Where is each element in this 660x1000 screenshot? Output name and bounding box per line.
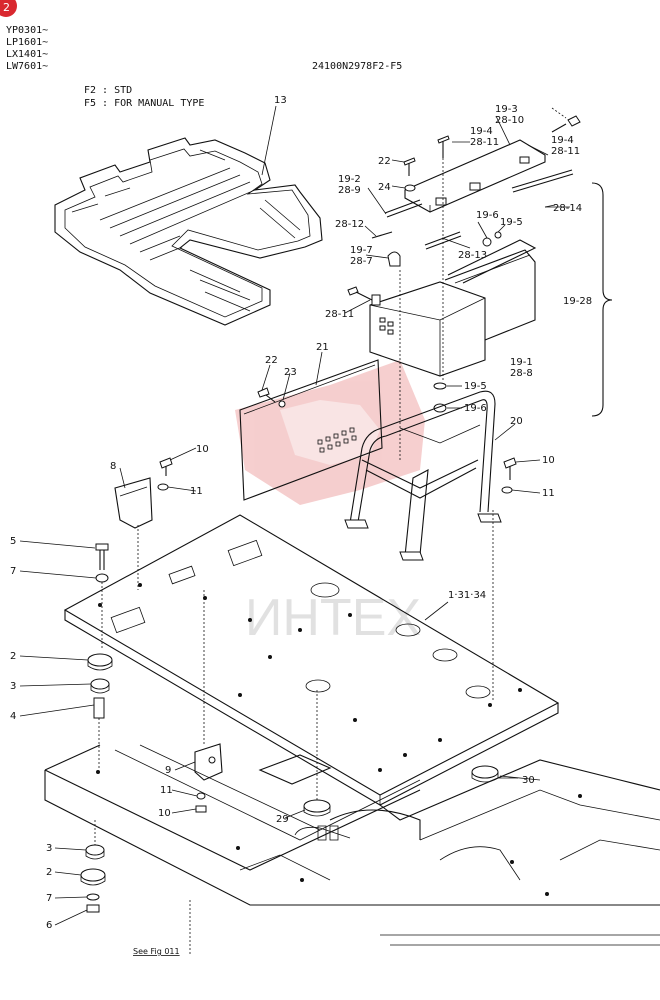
leader-lines	[19, 159, 570, 926]
callout-8: 8	[110, 461, 116, 472]
callout-28-9: 28-9	[338, 185, 361, 196]
model-code-4: LW7601~	[6, 61, 48, 72]
callout-19-5b: 19-5	[464, 381, 487, 392]
callout-19-3: 19-3	[495, 104, 518, 115]
bracket-label-19-28: 19-28	[563, 296, 592, 307]
callout-28-7: 28-7	[350, 256, 373, 267]
right-bolt-set	[492, 457, 517, 700]
machine-frame	[44, 744, 660, 955]
callout-28-11a: 28-11	[470, 137, 499, 148]
nut-19-6	[482, 237, 492, 247]
callout-6: 6	[46, 920, 52, 931]
see-fig-reference[interactable]: See Fig 011	[133, 947, 180, 956]
callout-28-11c: 28-11	[325, 309, 354, 320]
bracket-9	[194, 590, 223, 813]
callout-labels: 13 19-3 28-10 19-4 28-11 19-4 28-11 22 2…	[10, 95, 592, 956]
bolt-19-4b-head	[567, 115, 581, 127]
cover-latch-3	[519, 156, 530, 164]
callout-4: 4	[10, 711, 16, 722]
callout-9: 9	[165, 765, 171, 776]
callout-19-5a: 19-5	[500, 217, 523, 228]
callout-2a: 2	[10, 651, 16, 662]
lower-mount-stack	[80, 820, 106, 913]
callout-5: 5	[10, 536, 16, 547]
top-bolts	[403, 107, 581, 192]
callout-20: 20	[510, 416, 523, 427]
watermark-logo: ИНТЕХ	[235, 360, 425, 647]
callout-21: 21	[316, 342, 329, 353]
callout-28-12: 28-12	[335, 219, 364, 230]
callout-28-8: 28-8	[510, 368, 533, 379]
callout-10a: 10	[196, 444, 209, 455]
callout-28-13: 28-13	[458, 250, 487, 261]
watermark-emblem-inner	[280, 400, 380, 465]
header: YP0301~ LP1601~ LX1401~ LW7601~ 24100N29…	[6, 25, 402, 109]
washer-19-5	[494, 231, 502, 239]
callout-11b: 11	[542, 488, 555, 499]
model-code-1: YP0301~	[6, 25, 48, 36]
callout-13: 13	[274, 95, 287, 106]
plate-21	[239, 351, 383, 501]
bolt-19-4a-head	[437, 135, 450, 144]
callout-23: 23	[284, 367, 297, 378]
callout-11a: 11	[190, 486, 203, 497]
callout-19-2: 19-2	[338, 174, 361, 185]
callout-19-6b: 19-6	[464, 403, 487, 414]
cover-latch-2	[469, 182, 481, 191]
note-std: F2 : STD	[84, 85, 132, 96]
callout-2b: 2	[46, 867, 52, 878]
callout-19-1: 19-1	[510, 357, 533, 368]
callout-28-10: 28-10	[495, 115, 524, 126]
cover-latch-1	[435, 197, 447, 206]
floor-mat	[54, 105, 323, 326]
corner-badge: 2	[0, 0, 17, 17]
corner-badge-circle	[0, 0, 17, 17]
callout-3a: 3	[10, 681, 16, 692]
battery-box	[369, 239, 537, 377]
left-mount-stack	[87, 543, 113, 770]
callout-30: 30	[522, 775, 535, 786]
washer-24	[404, 184, 416, 192]
callout-19-7: 19-7	[350, 245, 373, 256]
plate-vent-grid	[317, 427, 357, 453]
callout-1-31-34: 1·31·34	[448, 590, 486, 601]
callout-28-14: 28-14	[553, 203, 582, 214]
bolt-22-head	[403, 157, 416, 166]
bracket-8	[114, 457, 173, 590]
callout-19-6a: 19-6	[476, 210, 499, 221]
callout-7a: 7	[10, 566, 16, 577]
callout-11c: 11	[160, 785, 173, 796]
model-code-2: LP1601~	[6, 37, 48, 48]
callout-28-11b: 28-11	[551, 146, 580, 157]
callout-29: 29	[276, 814, 289, 825]
battery-cover	[404, 115, 549, 213]
assembly-bracket	[591, 182, 613, 417]
corner-badge-text: 2	[3, 1, 10, 14]
grommets	[303, 690, 518, 817]
callout-24: 24	[378, 182, 391, 193]
callout-19-4a: 19-4	[470, 126, 493, 137]
callout-7b: 7	[46, 893, 52, 904]
drawing-number: 24100N2978F2-F5	[312, 61, 402, 72]
callout-22a: 22	[378, 156, 391, 167]
callout-10b: 10	[542, 455, 555, 466]
note-manual: F5 : FOR MANUAL TYPE	[84, 98, 204, 109]
model-code-3: LX1401~	[6, 49, 48, 60]
clamp-28-11	[371, 294, 381, 306]
callout-3b: 3	[46, 843, 52, 854]
callout-10c: 10	[158, 808, 171, 819]
handle-frame	[344, 390, 516, 561]
watermark-text: ИНТЕХ	[245, 589, 421, 647]
callout-22b: 22	[265, 355, 278, 366]
callout-19-4b: 19-4	[551, 135, 574, 146]
clamp-19-7	[387, 251, 401, 267]
